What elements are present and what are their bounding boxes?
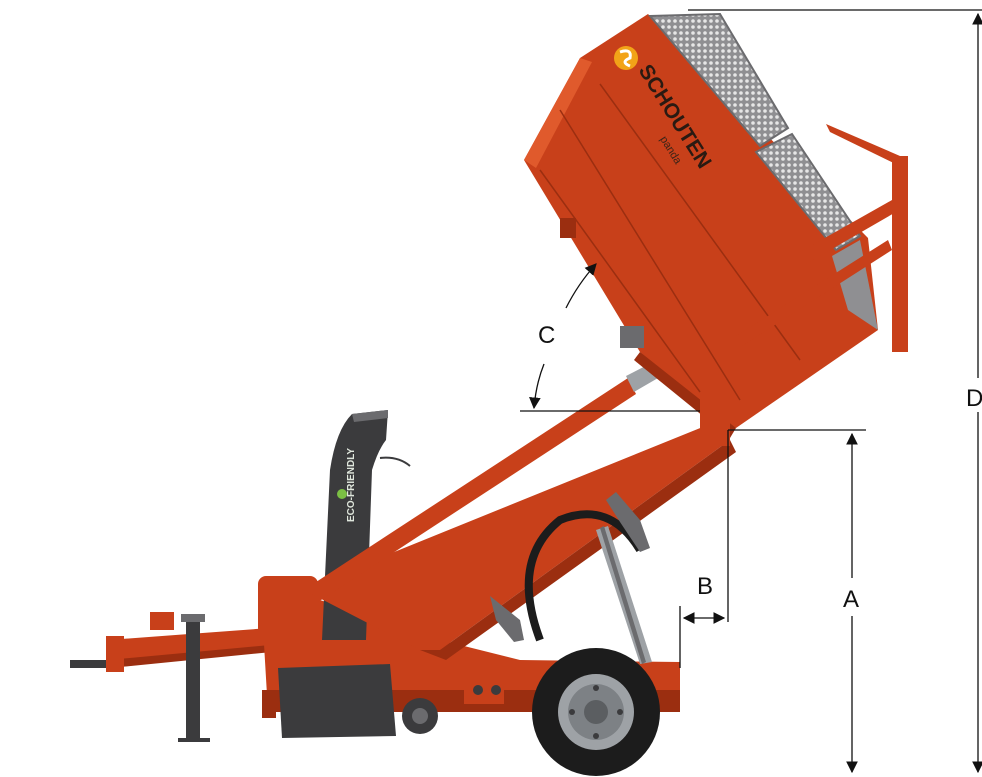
parking-jack [178,614,210,742]
brand-logo [614,46,638,70]
dimension-a-label: A [843,586,859,613]
dimension-b: B [679,430,729,668]
dimension-annotations: D A B C [520,9,982,774]
dimension-d: D [688,9,982,774]
machine-illustration: ECO-FRIENDLY [70,12,908,776]
hopper [524,14,878,446]
lift-arm [300,420,736,660]
tail-gate [736,124,908,352]
dimension-a: A [728,429,866,774]
coupling-block [464,680,504,704]
support-strut [596,526,652,664]
dimension-c: C [520,263,700,412]
leaf-icon [337,489,347,499]
hydraulic-hose [524,510,644,642]
eco-friendly-label: ECO-FRIENDLY [346,448,357,522]
dimension-c-label: C [538,322,555,349]
drawbar [70,612,272,672]
mesh-screens [647,12,878,330]
dimension-d-label: D [966,385,982,412]
wheel [532,648,660,776]
dimension-b-label: B [697,573,713,600]
